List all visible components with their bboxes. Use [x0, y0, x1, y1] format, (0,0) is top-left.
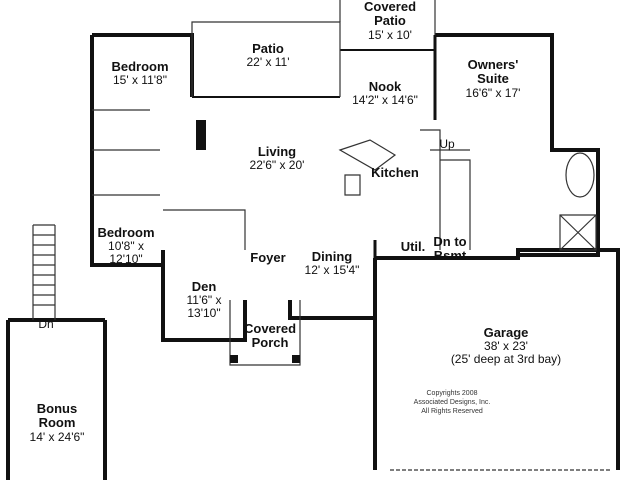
room-covered-patio-rear: Covered Patio 15' x 10': [363, 0, 417, 42]
stair-up-label: Up: [439, 137, 455, 151]
room-foyer: Foyer: [250, 250, 286, 265]
room-den: Den 11'6" x 13'10": [186, 279, 222, 321]
room-living: Living 22'6" x 20': [249, 144, 305, 173]
stair-down-label: Dn: [38, 317, 54, 331]
room-bonus-room: Bonus Room 14' x 24'6": [29, 401, 85, 444]
room-bedroom-1: Bedroom 15' x 11'8": [111, 59, 169, 88]
room-bedroom-2: Bedroom 10'8" x 12'10": [97, 225, 155, 267]
room-dining: Dining 12' x 15'4": [304, 249, 360, 278]
room-nook: Nook 14'2" x 14'6": [352, 79, 418, 108]
room-kitchen: Kitchen: [371, 165, 419, 180]
copyright-notice: Copyrights 2008 Associated Designs, Inc.…: [413, 390, 491, 415]
room-dn-to-bsmt: Dn to Bsmt: [433, 234, 467, 264]
room-garage: Garage 38' x 23' (25' deep at 3rd bay): [450, 325, 562, 367]
room-covered-porch: Covered Porch: [243, 321, 297, 351]
room-patio: Patio 22' x 11': [246, 41, 290, 70]
room-owners-suite: Owners' Suite 16'6" x 17': [465, 57, 521, 100]
room-util: Util.: [400, 239, 426, 254]
